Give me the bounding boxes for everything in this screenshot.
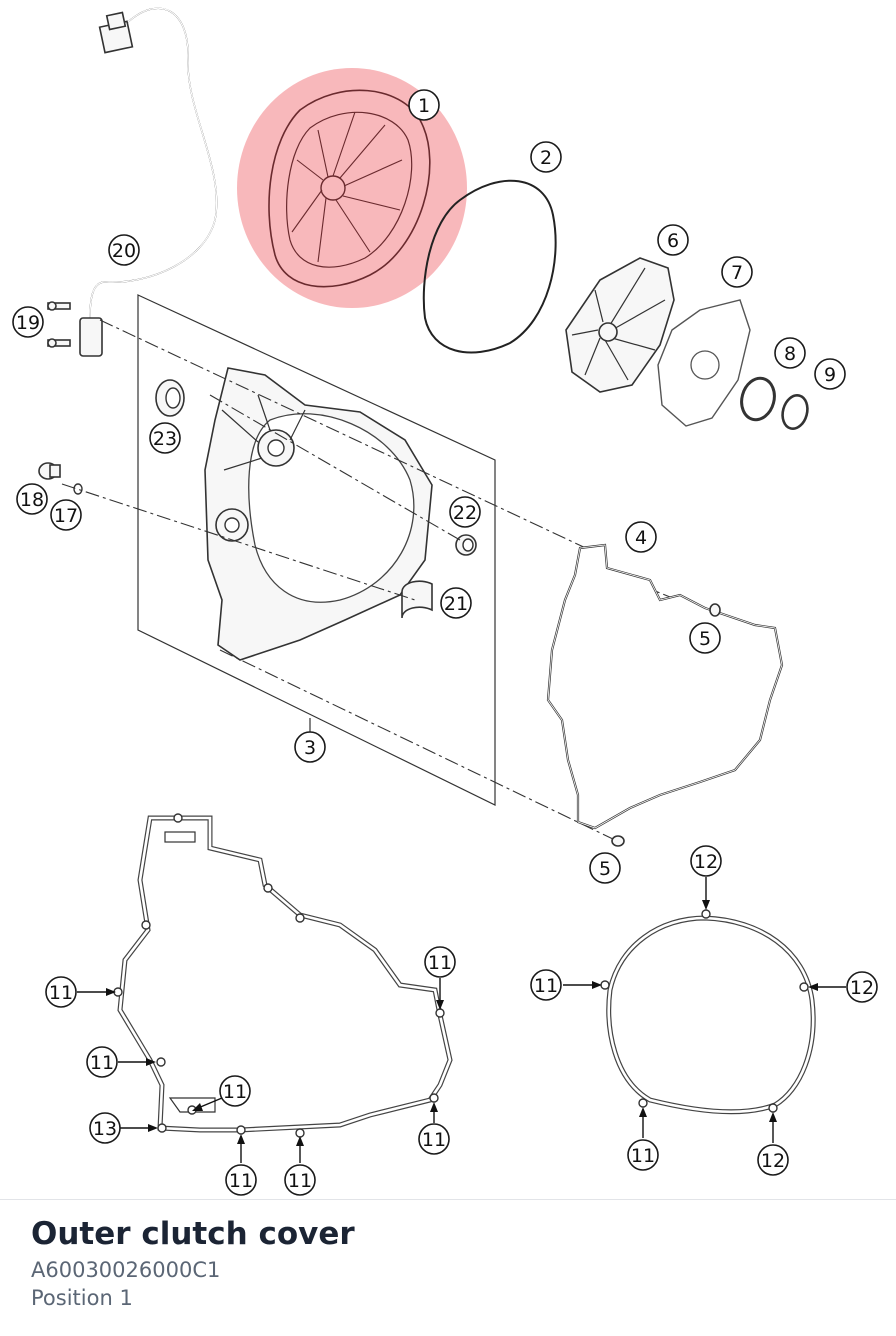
callout-11-r1[interactable]: 11 bbox=[530, 969, 562, 1001]
svg-text:23: 23 bbox=[153, 428, 177, 450]
svg-text:18: 18 bbox=[20, 489, 44, 511]
callout-11-l5[interactable]: 11 bbox=[284, 1164, 316, 1196]
svg-text:11: 11 bbox=[49, 982, 73, 1004]
gasket-detail-right[interactable] bbox=[600, 909, 816, 1115]
svg-text:11: 11 bbox=[428, 952, 452, 974]
part-position: Position 1 bbox=[31, 1286, 133, 1310]
callout-19[interactable]: 19 bbox=[12, 306, 44, 338]
case-gasket-part-4[interactable] bbox=[546, 543, 784, 830]
part-code: A60030026000C1 bbox=[31, 1258, 221, 1282]
callout-11-l3[interactable]: 11 bbox=[219, 1075, 251, 1107]
svg-text:7: 7 bbox=[731, 262, 743, 284]
callout-22[interactable]: 22 bbox=[449, 496, 481, 528]
bushing-part-22[interactable] bbox=[455, 534, 477, 556]
svg-text:3: 3 bbox=[304, 737, 316, 759]
sensor-part-19[interactable] bbox=[47, 301, 103, 357]
svg-text:6: 6 bbox=[667, 230, 679, 252]
callout-labels: 1 2 6 7 8 9 20 19 23 18 17 22 21 4 5 3 5… bbox=[12, 89, 878, 1196]
callout-4[interactable]: 4 bbox=[625, 521, 657, 553]
callout-12-r1[interactable]: 12 bbox=[690, 845, 722, 877]
svg-text:12: 12 bbox=[761, 1150, 785, 1172]
exploded-parts-diagram: 1 2 6 7 8 9 20 19 23 18 17 22 21 4 5 3 5… bbox=[12, 7, 878, 1196]
dowel-part-5-lower[interactable] bbox=[611, 835, 625, 847]
callout-11-l7[interactable]: 11 bbox=[424, 946, 456, 978]
part-info-panel: Outer clutch cover A60030026000C1 Positi… bbox=[0, 1199, 896, 1336]
svg-text:9: 9 bbox=[824, 364, 836, 386]
svg-text:2: 2 bbox=[540, 147, 552, 169]
case-outline-box bbox=[137, 294, 496, 806]
o-ring-part-2[interactable] bbox=[422, 179, 557, 354]
plug-part-18[interactable] bbox=[38, 462, 61, 480]
svg-text:11: 11 bbox=[288, 1170, 312, 1192]
svg-text:20: 20 bbox=[112, 240, 136, 262]
svg-text:11: 11 bbox=[229, 1170, 253, 1192]
callout-17[interactable]: 17 bbox=[50, 499, 82, 531]
callout-11-l2[interactable]: 11 bbox=[86, 1046, 118, 1078]
callout-21[interactable]: 21 bbox=[440, 587, 472, 619]
callout-2[interactable]: 2 bbox=[530, 141, 562, 173]
callout-5-upper[interactable]: 5 bbox=[689, 622, 721, 654]
svg-text:17: 17 bbox=[54, 505, 78, 527]
svg-text:12: 12 bbox=[694, 851, 718, 873]
svg-text:12: 12 bbox=[850, 977, 874, 999]
detail-arrows bbox=[77, 877, 846, 1163]
callout-5-lower[interactable]: 5 bbox=[589, 852, 621, 884]
svg-text:11: 11 bbox=[631, 1145, 655, 1167]
highlight-ellipse bbox=[237, 68, 467, 308]
callout-12-r2[interactable]: 12 bbox=[846, 971, 878, 1003]
svg-text:21: 21 bbox=[444, 593, 468, 615]
o-ring-part-17[interactable] bbox=[73, 483, 83, 495]
gasket-detail-left[interactable] bbox=[113, 813, 453, 1138]
callout-11-l1[interactable]: 11 bbox=[45, 976, 77, 1008]
svg-text:19: 19 bbox=[16, 312, 40, 334]
callout-9[interactable]: 9 bbox=[814, 358, 846, 390]
svg-text:11: 11 bbox=[223, 1081, 247, 1103]
callout-12-r3[interactable]: 12 bbox=[757, 1144, 789, 1176]
svg-text:4: 4 bbox=[635, 527, 647, 549]
svg-text:1: 1 bbox=[418, 95, 430, 117]
crankcase-part-3[interactable] bbox=[204, 367, 433, 661]
callout-18[interactable]: 18 bbox=[16, 483, 48, 515]
wiring-harness bbox=[89, 7, 218, 319]
svg-text:5: 5 bbox=[599, 858, 611, 880]
svg-text:11: 11 bbox=[90, 1052, 114, 1074]
callout-1[interactable]: 1 bbox=[408, 89, 440, 121]
callout-7[interactable]: 7 bbox=[721, 256, 753, 288]
washer-plate-part-7[interactable] bbox=[657, 299, 751, 427]
callout-20[interactable]: 20 bbox=[108, 234, 140, 266]
rotor-plate-part-6[interactable] bbox=[565, 257, 675, 393]
ring-part-9[interactable] bbox=[779, 392, 811, 431]
outer-clutch-cover-part-1[interactable] bbox=[237, 68, 467, 308]
callout-11-l6[interactable]: 11 bbox=[418, 1123, 450, 1155]
callout-8[interactable]: 8 bbox=[774, 337, 806, 369]
part-title: Outer clutch cover bbox=[31, 1216, 355, 1252]
seal-part-23[interactable] bbox=[155, 379, 185, 417]
ring-part-8[interactable] bbox=[737, 375, 779, 424]
svg-text:8: 8 bbox=[784, 343, 796, 365]
svg-text:11: 11 bbox=[534, 975, 558, 997]
svg-text:22: 22 bbox=[453, 502, 477, 524]
callout-23[interactable]: 23 bbox=[149, 422, 181, 454]
callout-11-l4[interactable]: 11 bbox=[225, 1164, 257, 1196]
svg-text:11: 11 bbox=[422, 1129, 446, 1151]
callout-3[interactable]: 3 bbox=[294, 731, 326, 763]
callout-11-r2[interactable]: 11 bbox=[627, 1139, 659, 1171]
dowel-part-5-upper[interactable] bbox=[709, 603, 721, 617]
callout-6[interactable]: 6 bbox=[657, 224, 689, 256]
bearing-part-21[interactable] bbox=[401, 580, 433, 619]
svg-text:13: 13 bbox=[93, 1118, 117, 1140]
callout-13[interactable]: 13 bbox=[89, 1112, 121, 1144]
svg-text:5: 5 bbox=[699, 628, 711, 650]
